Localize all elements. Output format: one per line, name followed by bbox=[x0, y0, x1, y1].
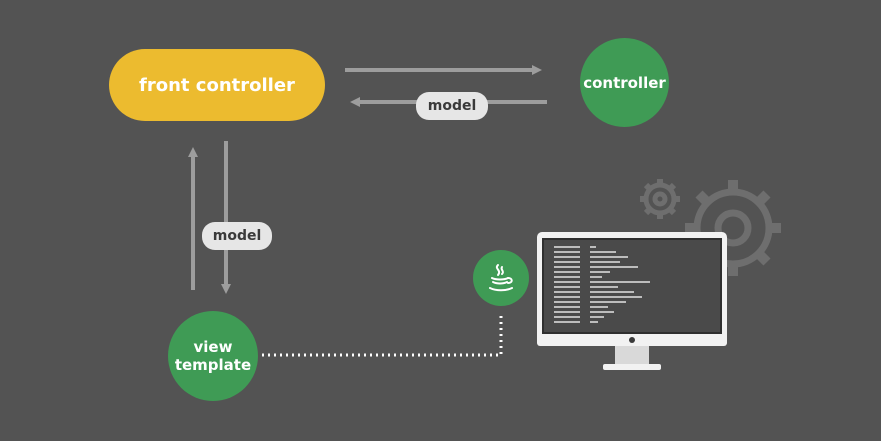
front-controller-label: front controller bbox=[139, 74, 295, 96]
java-coffee-cup-icon bbox=[489, 264, 513, 292]
dotted-connector bbox=[262, 313, 503, 357]
controller-node: controller bbox=[580, 38, 669, 127]
controller-label: controller bbox=[583, 73, 666, 92]
model-label-top: model bbox=[416, 92, 488, 120]
gears-icon bbox=[640, 179, 781, 276]
monitor-icon bbox=[537, 232, 727, 370]
model-label-left: model bbox=[202, 222, 272, 250]
front-controller-node: front controller bbox=[109, 49, 325, 121]
view-template-node: view template bbox=[168, 311, 258, 401]
view-template-label-line1: view bbox=[193, 338, 233, 356]
java-node bbox=[473, 250, 529, 306]
view-template-label-line2: template bbox=[174, 356, 252, 374]
